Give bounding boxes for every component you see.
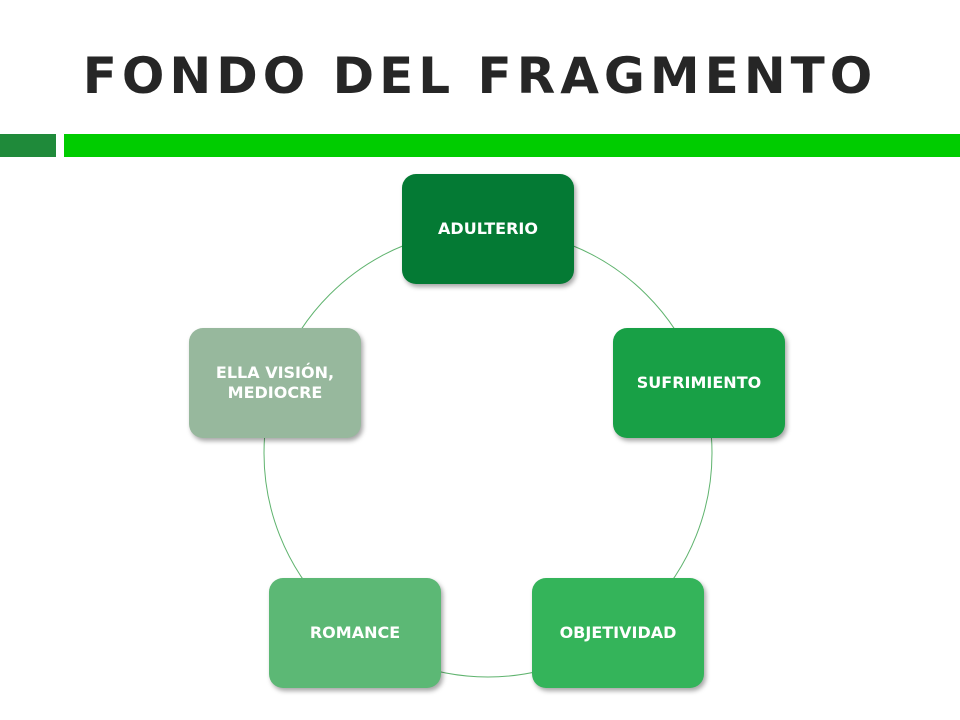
header-accent-bar-bright (64, 134, 960, 157)
cycle-node-adulterio: ADULTERIO (402, 174, 574, 284)
cycle-node-label: ROMANCE (309, 623, 401, 642)
cycle-node-label: ADULTERIO (438, 219, 538, 238)
cycle-node-label: ELLA VISIÓN, MEDIOCRE (215, 363, 335, 402)
header-accent-bar-dark (0, 134, 56, 157)
cycle-node-ella-vision-mediocre: ELLA VISIÓN, MEDIOCRE (189, 328, 361, 438)
page-title: FONDO DEL FRAGMENTO (82, 47, 878, 105)
cycle-node-romance: ROMANCE (269, 578, 441, 688)
cycle-node-label: OBJETIVIDAD (559, 623, 677, 642)
cycle-node-sufrimiento: SUFRIMIENTO (613, 328, 785, 438)
cycle-node-objetividad: OBJETIVIDAD (532, 578, 704, 688)
cycle-node-label: SUFRIMIENTO (636, 373, 762, 392)
